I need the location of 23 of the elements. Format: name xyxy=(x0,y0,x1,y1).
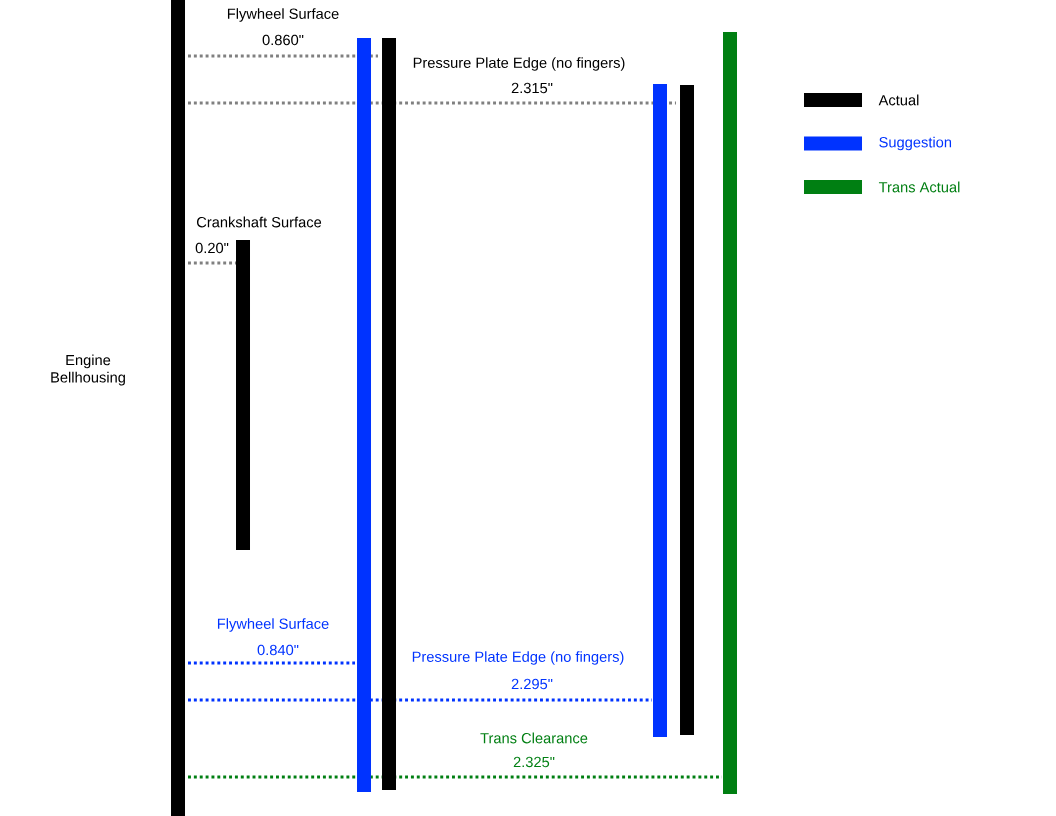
surface-bar xyxy=(653,83,667,738)
surface-bar xyxy=(382,38,396,790)
surface-bar xyxy=(680,85,694,735)
dimension-label: Flywheel Surface xyxy=(217,618,329,632)
legend-label: Actual xyxy=(878,94,919,106)
surface-bar xyxy=(357,38,371,792)
dimension-label: Flywheel Surface xyxy=(227,8,339,22)
dimension-label: Pressure Plate Edge (no fingers) xyxy=(412,651,624,665)
surface-bar xyxy=(723,32,737,794)
dimension-value: 2.295" xyxy=(511,678,553,690)
dimension-value: 0.840" xyxy=(257,644,299,656)
dimension-value: 0.860" xyxy=(262,34,304,46)
dimension-value: 0.20" xyxy=(195,242,229,254)
dimension-label: Pressure Plate Edge (no fingers) xyxy=(413,57,625,71)
surface-bar xyxy=(171,0,185,816)
dimension-label: Crankshaft Surface xyxy=(197,216,322,228)
dimension-label: Trans Clearance xyxy=(480,732,588,744)
surface-bar xyxy=(236,240,250,550)
dimension-value: 2.315" xyxy=(511,82,553,94)
legend-label: Trans Actual xyxy=(878,181,960,193)
part-label: Engine Bellhousing xyxy=(51,354,125,386)
dimension-value: 2.325" xyxy=(513,756,555,768)
legend-label: Suggestion xyxy=(879,136,951,151)
